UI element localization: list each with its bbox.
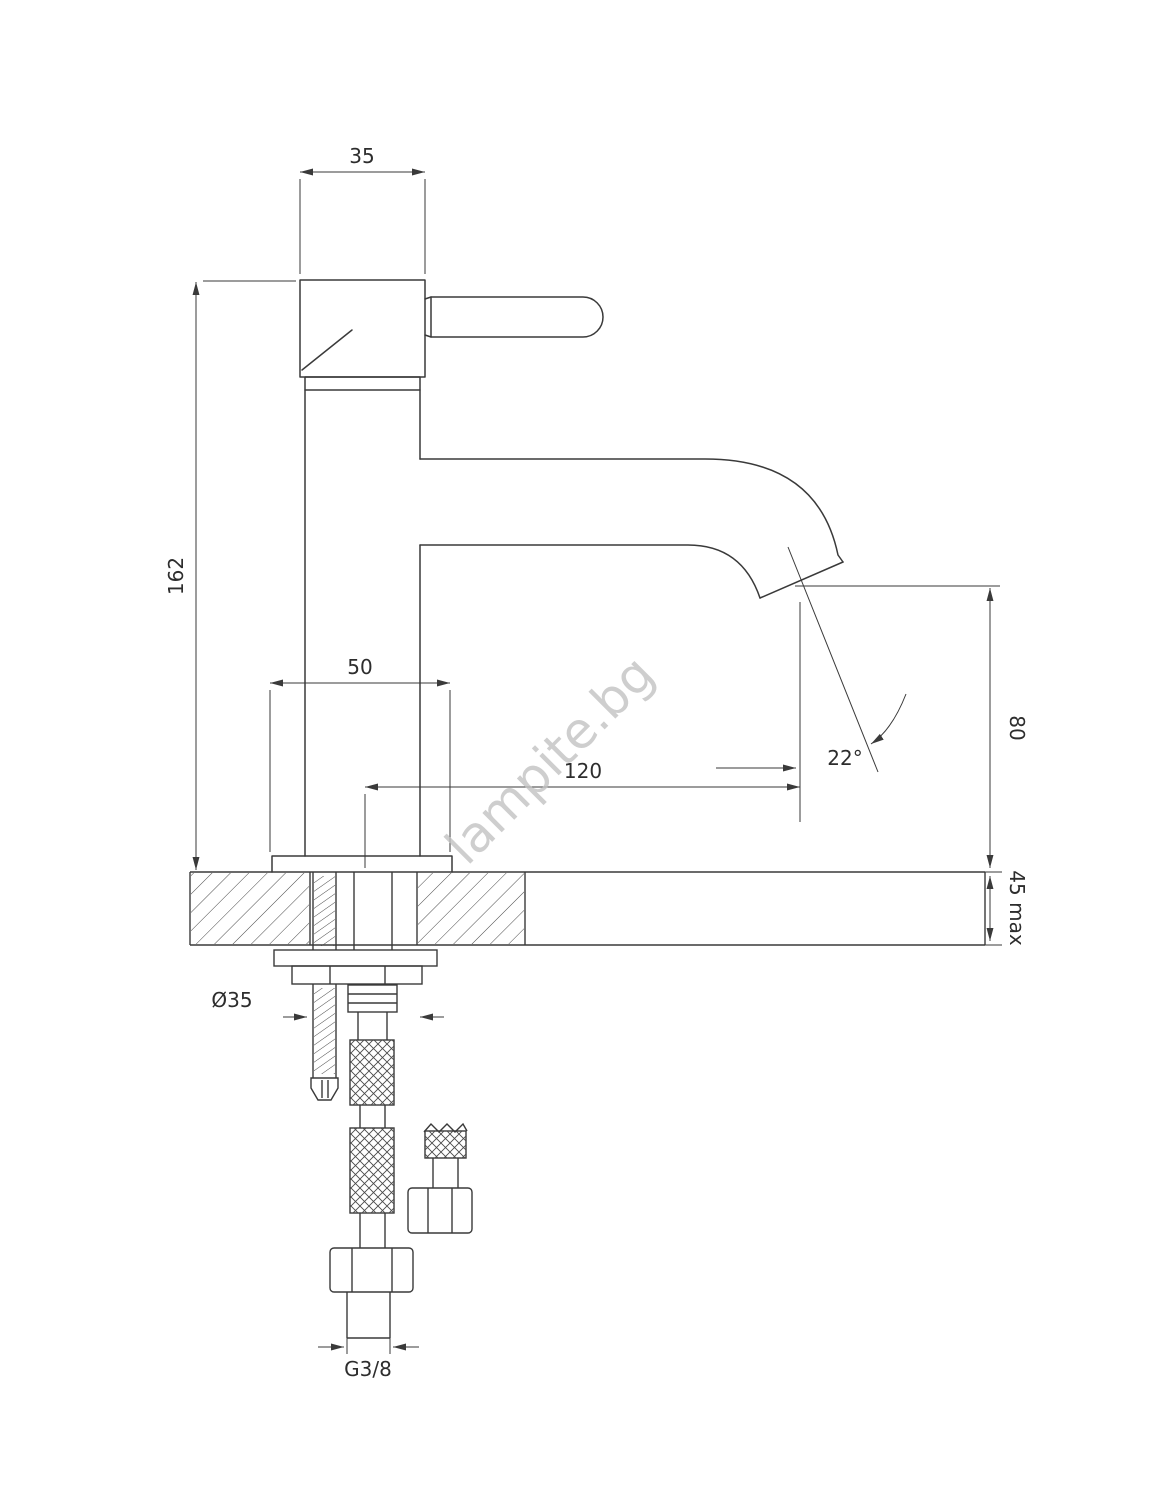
spout-top-edge — [419, 458, 844, 563]
dim-spout-reach-label: 120 — [564, 759, 602, 783]
dim-hole-diameter-label: Ø35 — [211, 988, 252, 1012]
lever-handle — [430, 296, 604, 338]
dim-handle-width-label: 35 — [349, 144, 374, 168]
hose-hex-nut — [329, 1247, 414, 1293]
dim-body-width-label: 50 — [347, 655, 372, 679]
mounting-washer — [273, 949, 438, 967]
angle-arc-arrow — [870, 693, 907, 745]
dimension-labels: 35 162 50 120 80 45 max 22° Ø35 G3/8 — [164, 144, 1029, 1381]
dim-thread-size-label: G3/8 — [344, 1357, 392, 1381]
faucet-outline — [271, 279, 844, 873]
hatch-left — [191, 873, 309, 944]
angle-construction-line — [787, 546, 879, 773]
dim-spout-angle-label: 22° — [827, 746, 862, 770]
hose2-hex-nut — [407, 1187, 473, 1234]
dim-total-height-label: 162 — [164, 557, 188, 595]
handle-joint-line — [301, 329, 353, 371]
dim-spout-height-label: 80 — [1005, 715, 1029, 740]
countertop — [189, 871, 986, 946]
handle-housing — [299, 279, 426, 378]
mounting-hardware — [273, 872, 473, 1339]
compression-collar — [347, 984, 398, 1013]
watermark-text: lampite.bg — [435, 645, 666, 876]
hatch-right — [418, 873, 524, 944]
dim-deck-thickness-label: 45 max — [1005, 870, 1029, 946]
mounting-nut — [291, 965, 423, 985]
dimension-lines — [192, 168, 1002, 1354]
stud-slotted-tip — [310, 1077, 339, 1101]
hose2-cut-mark — [423, 1122, 468, 1133]
spout-bottom-edge — [419, 544, 761, 599]
collar-ring — [304, 376, 421, 391]
base-flange — [271, 855, 453, 873]
